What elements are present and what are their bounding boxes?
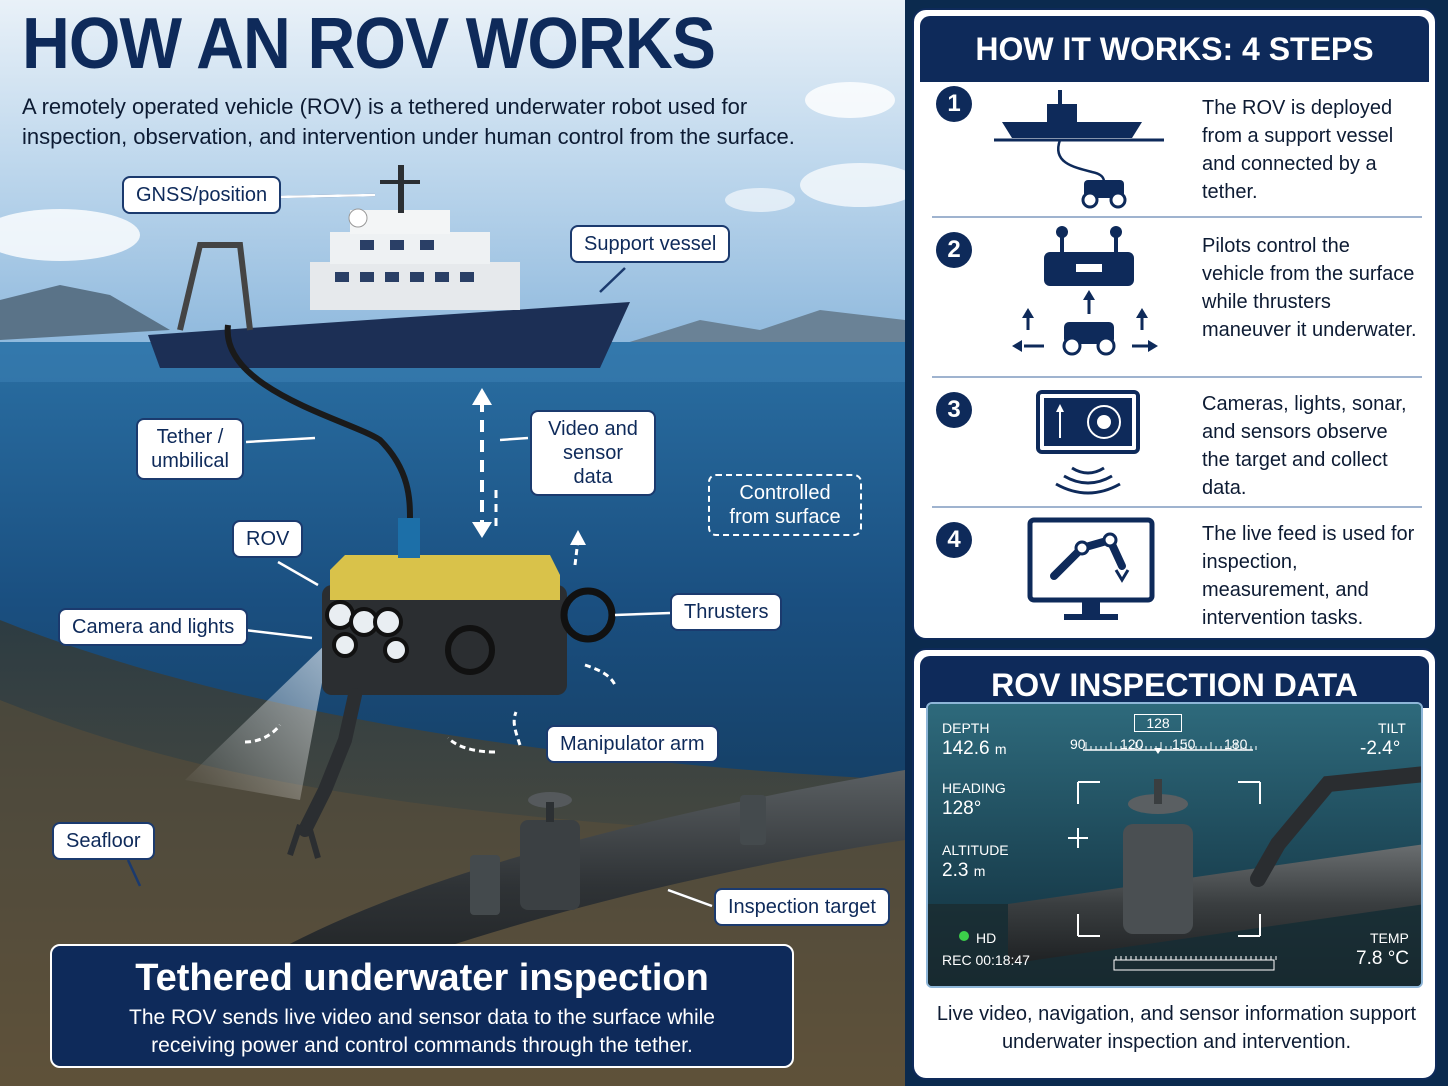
tilt-label: TILT xyxy=(1378,720,1406,736)
rov-illustration xyxy=(287,518,616,859)
step-number: 3 xyxy=(936,392,972,428)
depth-value: 142.6 m xyxy=(942,738,1007,759)
heading-value: 128° xyxy=(942,798,982,819)
step-2: 2 Pilots control the vehicle from the su… xyxy=(932,218,1422,378)
step-4: 4 The live feed is used for inspection, … xyxy=(932,508,1422,636)
label-camera-lights: Camera and lights xyxy=(58,608,249,646)
support-vessel-illustration xyxy=(148,165,630,368)
hd-indicator: HD xyxy=(976,930,997,946)
rec-timer: REC 00:18:47 xyxy=(942,952,1030,968)
summary-text: The ROV sends live video and sensor data… xyxy=(129,1006,715,1057)
hud-illustration xyxy=(928,704,1421,986)
steps-panel: HOW IT WORKS: 4 STEPS 1 The ROV is deplo… xyxy=(912,8,1437,640)
compass-tick-label: 120 xyxy=(1120,736,1144,752)
compass-scale xyxy=(1085,742,1277,960)
depth-label: DEPTH xyxy=(942,720,990,736)
altitude-value: 2.3 m xyxy=(942,860,986,881)
altitude-label: ALTITUDE xyxy=(942,842,1009,858)
compass-tick-label: 90 xyxy=(1070,736,1086,752)
compass-current-heading: 128 xyxy=(1134,714,1182,732)
label-tether: Tether / umbilical xyxy=(136,418,244,480)
tilt-value: -2.4° xyxy=(1360,738,1401,759)
hud-video-feed: DEPTH 142.6 m HEADING 128° ALTITUDE 2.3 … xyxy=(926,702,1423,988)
label-video-data: Video and sensor data xyxy=(530,410,656,496)
steps-panel-title: HOW IT WORKS: 4 STEPS xyxy=(920,16,1429,82)
ship-tether-icon xyxy=(994,90,1164,209)
step-number: 1 xyxy=(936,86,972,122)
step-number: 4 xyxy=(936,522,972,558)
summary-box: Tethered underwater inspection The ROV s… xyxy=(50,944,794,1068)
compass-tick-label: 150 xyxy=(1172,736,1196,752)
label-support-vessel: Support vessel xyxy=(570,225,731,263)
step-text: Cameras, lights, sonar, and sensors obse… xyxy=(1202,393,1407,499)
label-rov: ROV xyxy=(232,520,304,558)
step-text: The ROV is deployed from a support vesse… xyxy=(1202,97,1394,203)
camera-sonar-icon xyxy=(1036,390,1140,495)
compass-tick-label: 180 xyxy=(1224,736,1248,752)
temp-label: TEMP xyxy=(1370,930,1409,946)
rov-scene: HOW AN ROV WORKS A remotely operated veh… xyxy=(0,0,905,1086)
step-number: 2 xyxy=(936,232,972,268)
page-title: HOW AN ROV WORKS xyxy=(22,4,716,84)
monitor-robot-arm-icon xyxy=(1027,517,1155,620)
joystick-controller-icon xyxy=(1012,226,1158,356)
inspection-data-panel: ROV INSPECTION DATA xyxy=(912,648,1437,1080)
heading-label: HEADING xyxy=(942,780,1006,796)
label-manipulator-arm: Manipulator arm xyxy=(546,725,719,763)
label-controlled-from-surface: Controlled from surface xyxy=(708,474,862,536)
label-gnss: GNSS/position xyxy=(122,176,282,214)
step-text: Pilots control the vehicle from the surf… xyxy=(1202,235,1417,341)
step-1: 1 The ROV is deployed from a support ves… xyxy=(932,82,1422,218)
summary-title: Tethered underwater inspection xyxy=(135,957,709,999)
label-inspection-target: Inspection target xyxy=(714,888,890,926)
label-seafloor: Seafloor xyxy=(52,822,155,860)
temp-value: 7.8 °C xyxy=(1356,948,1410,969)
step-text: The live feed is used for inspection, me… xyxy=(1202,523,1415,629)
label-thrusters: Thrusters xyxy=(670,593,783,631)
step-3: 3 Cameras, lights, sonar, and sensors ob… xyxy=(932,378,1422,508)
data-panel-title: ROV INSPECTION DATA xyxy=(920,656,1429,708)
page-subtitle: A remotely operated vehicle (ROV) is a t… xyxy=(22,94,795,149)
data-panel-caption: Live video, navigation, and sensor infor… xyxy=(936,1003,1417,1053)
